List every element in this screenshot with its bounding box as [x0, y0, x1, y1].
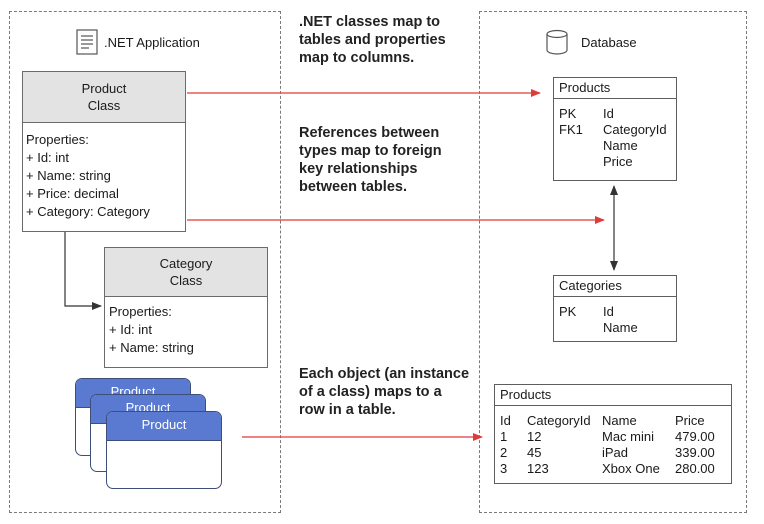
table-header-cell: Name [602, 413, 637, 428]
net-app-label: .NET Application [104, 34, 200, 50]
database-container [479, 11, 747, 513]
database-label: Database [581, 34, 637, 50]
products-data-grid: Id CategoryId Name Price 1 12 Mac mini 4… [495, 406, 731, 477]
products-table: Products PK Id FK1 CategoryId Name Price [553, 77, 677, 181]
table-cell: 1 [500, 429, 508, 444]
table-cell: Mac mini [602, 429, 655, 444]
property-line: Properties: [109, 304, 172, 319]
column-name: Price [603, 154, 633, 169]
table-cell: 123 [527, 461, 549, 476]
document-icon [76, 29, 98, 55]
categories-table-title: Categories [554, 276, 676, 297]
table-cell: 45 [527, 445, 542, 460]
table-cell: 479.00 [675, 429, 715, 444]
categories-table-columns: PK Id Name [554, 297, 676, 336]
table-cell: 2 [500, 445, 508, 460]
database-header: Database [545, 29, 637, 55]
key-label: FK1 [559, 122, 583, 137]
table-header-cell: Price [675, 413, 705, 428]
column-name: Id [603, 106, 614, 121]
category-class-box: Category Class Properties: + Id: int + N… [104, 247, 268, 368]
table-cell: 339.00 [675, 445, 715, 460]
net-application-container [9, 11, 281, 513]
table-header-cell: CategoryId [527, 413, 591, 428]
property-line: + Price: decimal [26, 186, 119, 201]
property-line: + Category: Category [26, 204, 150, 219]
product-class-title: Product Class [23, 72, 185, 123]
table-row: 1 12 Mac mini 479.00 [500, 429, 731, 445]
table-cell: iPad [602, 445, 629, 460]
net-app-header: .NET Application [76, 29, 200, 55]
categories-table: Categories PK Id Name [553, 275, 677, 342]
property-line: + Id: int [26, 150, 69, 165]
property-line: Properties: [26, 132, 89, 147]
products-table-title: Products [554, 78, 676, 99]
table-row: 2 45 iPad 339.00 [500, 445, 731, 461]
column-name: CategoryId [603, 122, 667, 137]
category-class-title: Category Class [105, 248, 267, 297]
product-category-association [64, 232, 102, 310]
product-class-box: Product Class Properties: + Id: int + Na… [22, 71, 186, 232]
table-row: 3 123 Xbox One 280.00 [500, 461, 731, 477]
table-cell: 12 [527, 429, 542, 444]
product-class-properties: Properties: + Id: int + Name: string + P… [23, 123, 185, 225]
table-cell: Xbox One [602, 461, 660, 476]
column-name: Name [603, 138, 638, 153]
products-data-table-title: Products [495, 385, 731, 406]
database-icon [545, 29, 569, 55]
object-card-label: Product [107, 412, 221, 441]
property-line: + Name: string [109, 340, 194, 355]
column-name: Id [603, 304, 614, 319]
category-class-properties: Properties: + Id: int + Name: string [105, 297, 267, 361]
property-line: + Name: string [26, 168, 111, 183]
note-references-map: References between types map to foreign … [299, 125, 442, 195]
table-cell: 280.00 [675, 461, 715, 476]
key-label: PK [559, 106, 577, 121]
property-line: + Id: int [109, 322, 152, 337]
key-label: PK [559, 304, 577, 319]
note-classes-map: .NET classes map to tables and propertie… [299, 14, 446, 66]
products-data-table: Products Id CategoryId Name Price 1 12 M… [494, 384, 732, 484]
note-objects-map: Each object (an instance of a class) map… [299, 366, 470, 418]
table-header-row: Id CategoryId Name Price [500, 413, 731, 429]
products-table-columns: PK Id FK1 CategoryId Name Price [554, 99, 676, 170]
object-card-front: Product [106, 411, 222, 489]
table-header-cell: Id [500, 413, 511, 428]
column-name: Name [603, 320, 638, 335]
table-cell: 3 [500, 461, 508, 476]
